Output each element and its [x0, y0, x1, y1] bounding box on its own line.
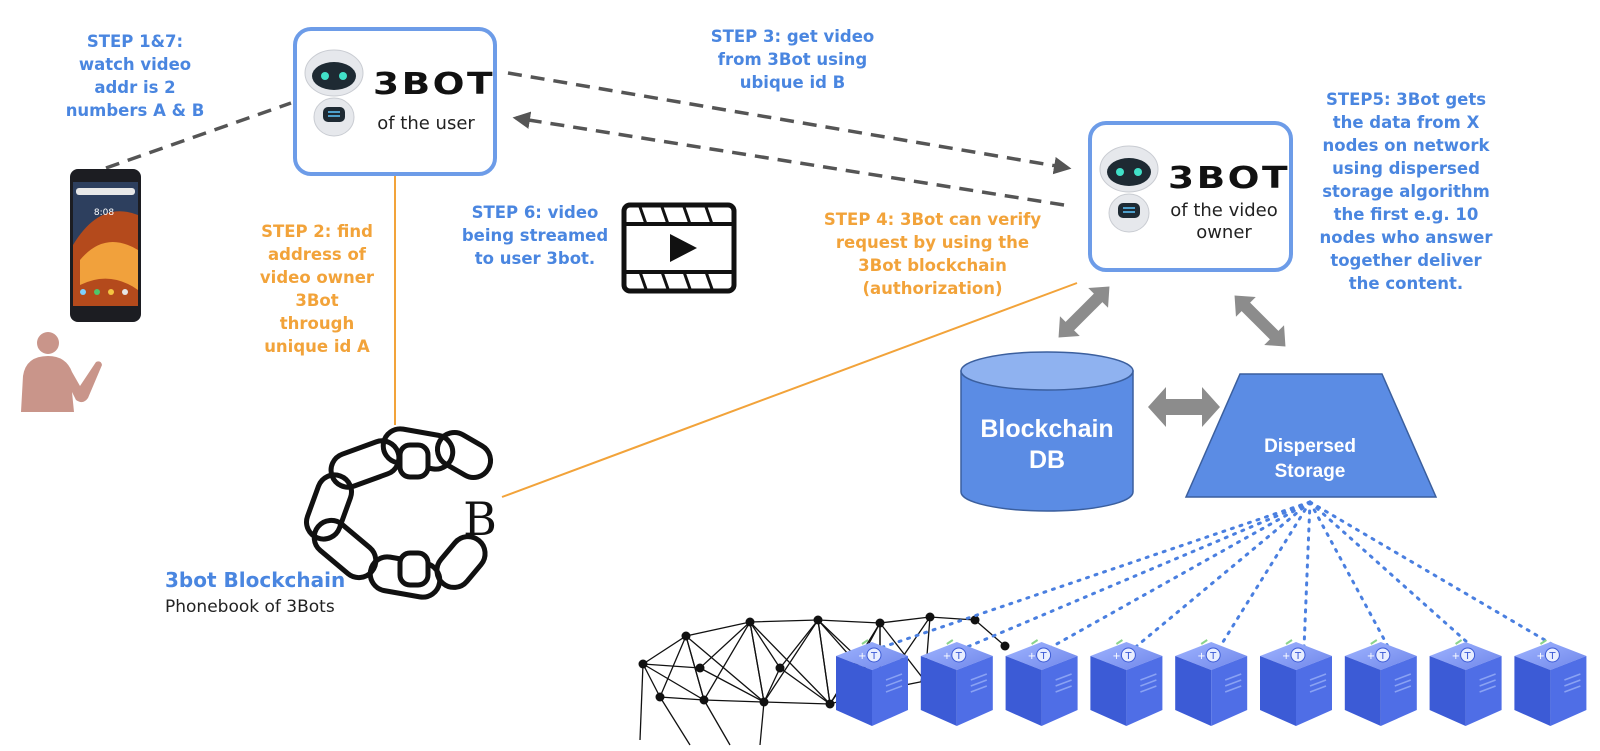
storage-node-cube: T+	[1090, 639, 1163, 726]
3bot-logo: 3BOT	[1168, 161, 1291, 196]
phone-clock: 8:08	[94, 208, 114, 218]
dotted-connector	[1308, 500, 1391, 650]
connector-owner-to-chain	[501, 282, 1078, 498]
svg-text:+: +	[1028, 651, 1036, 662]
storage-node-cube: T+	[1175, 639, 1248, 726]
dotted-connector	[1302, 500, 1312, 650]
svg-text:T: T	[1464, 651, 1472, 662]
dotted-connector	[1308, 500, 1560, 650]
step-3-label: STEP 3: get video from 3Bot using ubique…	[710, 27, 875, 92]
dotted-connector	[1048, 500, 1312, 650]
double-arrow-db-storage	[1148, 387, 1220, 427]
dashed-arrow-step6	[512, 111, 1065, 207]
dotted-connectors	[878, 500, 1560, 650]
svg-text:T: T	[955, 651, 963, 662]
storage-node-cube: T+	[1429, 639, 1502, 726]
step-2-label: STEP 2: find address of video owner 3Bot…	[259, 222, 375, 356]
user-bot-subtitle: of the user	[377, 113, 475, 134]
storage-node-cube: T+	[1344, 639, 1417, 726]
storage-node-cube: T+	[1514, 639, 1587, 726]
owner-bot-subtitle: of the video owner	[1170, 200, 1278, 243]
svg-text:T: T	[1124, 651, 1132, 662]
chain-title: 3bot Blockchain	[165, 568, 346, 592]
user-3bot-box: 3BOT of the user	[293, 27, 497, 176]
dispersed-storage-shape	[1184, 373, 1438, 498]
svg-text:+: +	[943, 651, 951, 662]
double-arrow-owner-db	[1058, 286, 1110, 338]
svg-text:+: +	[1112, 651, 1120, 662]
svg-text:T: T	[1040, 651, 1048, 662]
robot-avatar-icon	[304, 49, 364, 137]
svg-text:+: +	[1367, 651, 1375, 662]
step-1-7-label: STEP 1&7: watch video addr is 2 numbers …	[65, 32, 205, 120]
storage-node-cube: T+	[920, 639, 993, 726]
dispersed-storage-label: Dispersed Storage	[1264, 436, 1356, 482]
owner-3bot-box: 3BOT of the video owner	[1088, 121, 1293, 272]
dotted-connector	[963, 500, 1312, 650]
blockchain-db-cylinder	[960, 351, 1134, 512]
dotted-connector	[1132, 500, 1312, 650]
chain-subtitle: Phonebook of 3Bots	[165, 597, 335, 617]
step-6-label: STEP 6: video being streamed to user 3bo…	[461, 203, 609, 268]
svg-text:+: +	[1197, 651, 1205, 662]
svg-text:+: +	[1452, 651, 1460, 662]
dashed-line-phone-to-user	[105, 101, 292, 170]
step-4-label: STEP 4: 3Bot can verify request by using…	[823, 210, 1042, 298]
svg-text:T: T	[1209, 651, 1217, 662]
smartphone-icon: 8:08	[70, 169, 141, 322]
storage-node-cube: T+	[1005, 639, 1078, 726]
3bot-logo: 3BOT	[373, 67, 496, 102]
video-play-icon	[621, 202, 737, 294]
svg-text:+: +	[858, 651, 866, 662]
svg-text:+: +	[1536, 651, 1544, 662]
chain-icon	[304, 426, 494, 600]
bitcoin-mark: B	[463, 492, 497, 546]
svg-text:T: T	[1548, 651, 1556, 662]
storage-nodes: T+T+T+T+T+T+T+T+T+	[836, 639, 1587, 726]
blockchain-db-label: Blockchain DB	[980, 415, 1114, 474]
dotted-connector	[1217, 500, 1312, 650]
robot-avatar-icon	[1099, 145, 1159, 233]
svg-text:T: T	[1379, 651, 1387, 662]
storage-node-cube: T+	[836, 639, 908, 726]
dotted-connector	[1308, 500, 1476, 650]
step-5-label: STEP5: 3Bot gets the data from X nodes o…	[1319, 90, 1493, 293]
svg-text:+: +	[1282, 651, 1290, 662]
double-arrow-owner-storage	[1234, 295, 1286, 347]
dotted-connector	[878, 500, 1312, 650]
svg-text:T: T	[870, 651, 878, 662]
svg-text:T: T	[1294, 651, 1302, 662]
storage-node-cube: T+	[1260, 639, 1332, 726]
dashed-arrow-step3	[507, 71, 1072, 175]
person-icon	[21, 332, 102, 412]
